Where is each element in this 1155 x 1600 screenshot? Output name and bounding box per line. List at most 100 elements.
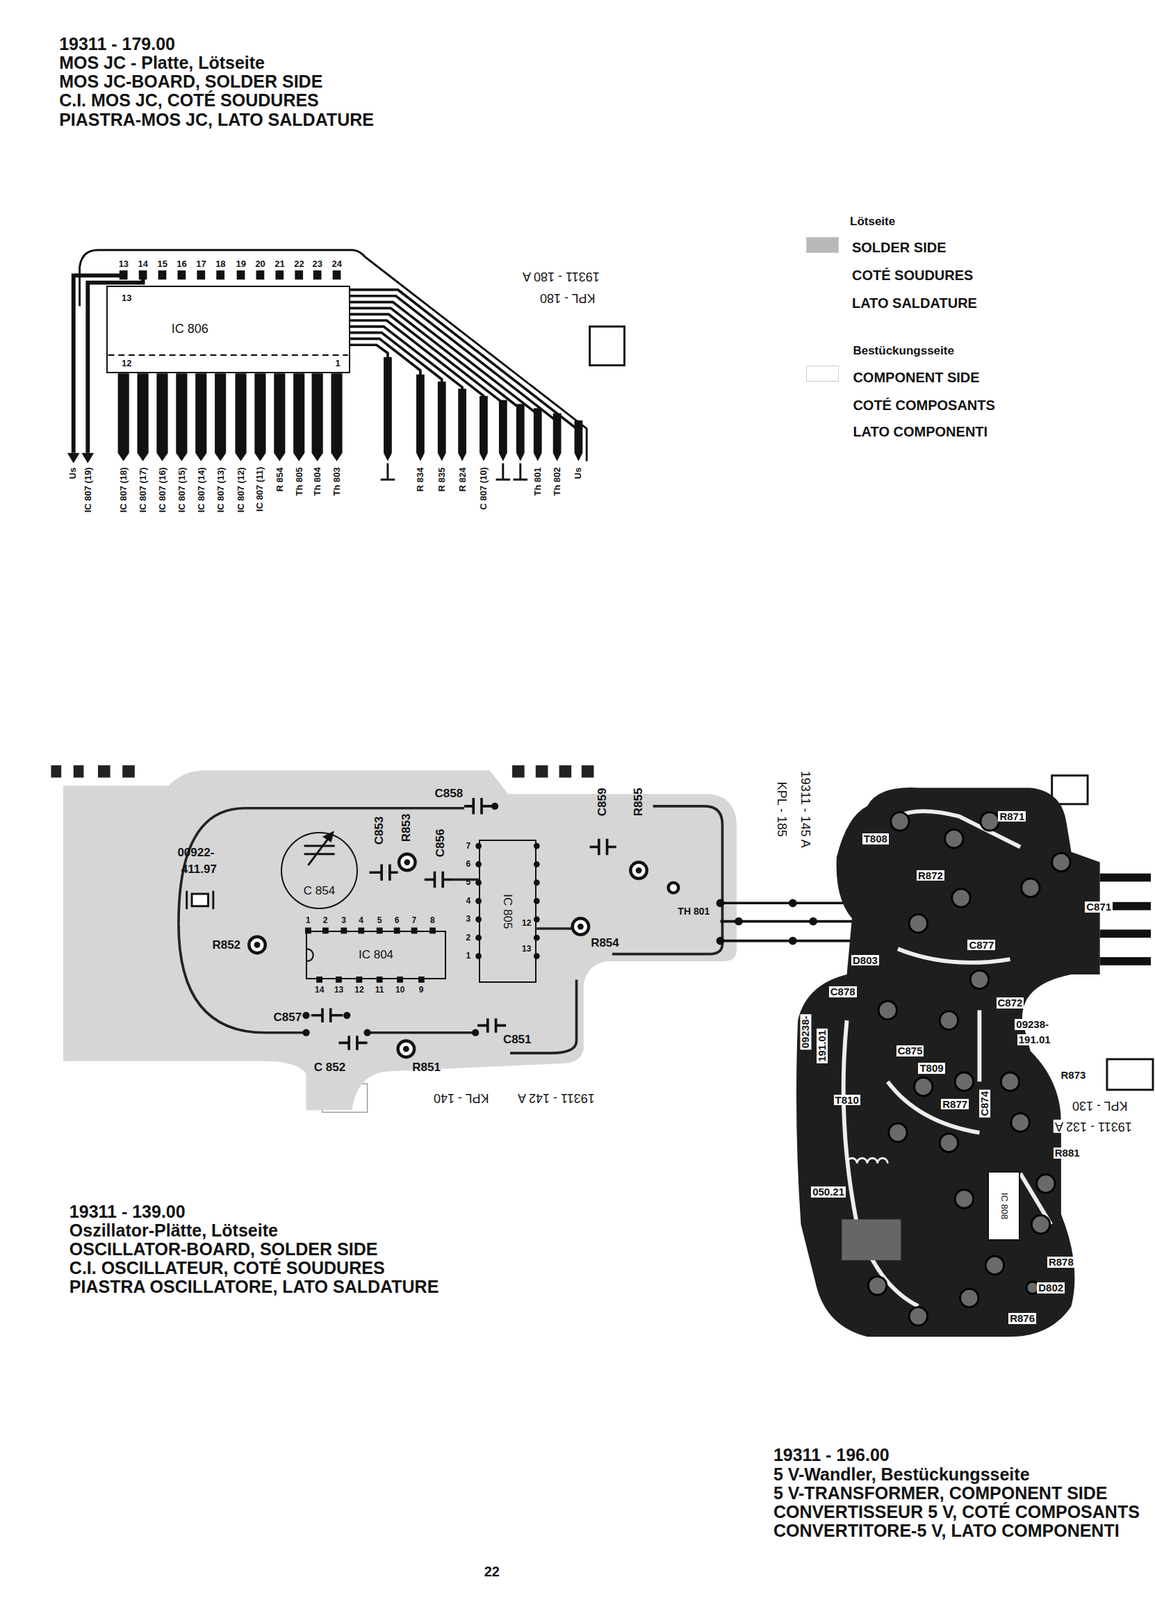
edge-finger xyxy=(416,374,425,462)
edge-finger xyxy=(273,373,285,461)
pin-number: 23 xyxy=(312,259,323,269)
part-label: C853 xyxy=(373,816,386,846)
component-pad xyxy=(890,812,909,831)
edge-finger xyxy=(118,373,130,461)
component-pad xyxy=(939,1011,958,1030)
edge-finger xyxy=(498,400,508,462)
signal-name: Th 802 xyxy=(552,467,563,496)
signal-name: IC 807 (17) xyxy=(138,467,149,513)
signal-name: Th 804 xyxy=(312,467,323,496)
legend-heading: Bestückungsseite xyxy=(852,344,955,358)
pin-pad xyxy=(177,270,187,280)
copper-trace xyxy=(612,806,723,955)
legend-line: COTÉ SOUDURES xyxy=(852,268,973,283)
caption-line: CONVERTITORE-5 V, LATO COMPONENTI xyxy=(773,1521,1120,1540)
part-label: R851 xyxy=(412,1061,441,1074)
component-pad xyxy=(888,1123,907,1142)
pin-pad xyxy=(236,270,246,280)
part-label: R876 xyxy=(1008,1312,1037,1324)
edge-finger xyxy=(553,413,562,462)
copper-trace xyxy=(73,275,144,453)
capacitor-symbol xyxy=(311,797,617,1051)
copper-trace xyxy=(350,296,558,454)
resistor-pad xyxy=(572,918,589,935)
ground-symbol xyxy=(380,463,528,480)
board-edge-mark xyxy=(97,765,111,778)
part-label: C872 xyxy=(996,997,1025,1009)
ic-pad xyxy=(533,934,540,941)
board-marking: 19311 - 132 A xyxy=(1053,1119,1134,1133)
copper-trace xyxy=(178,806,723,1053)
ground-plane xyxy=(63,770,737,1110)
ic-outline: IC 804 xyxy=(305,930,446,980)
board-edge-mark xyxy=(73,765,85,778)
marker-square xyxy=(1052,775,1088,805)
trimmer-capacitor-symbol xyxy=(324,832,333,841)
component-pad xyxy=(1021,878,1040,897)
capacitor-symbol xyxy=(424,871,454,888)
pin-number: 1 xyxy=(334,358,340,369)
copper-trace xyxy=(897,948,1010,963)
board-marking: KPL - 140 xyxy=(433,1091,489,1105)
legend-swatch xyxy=(806,365,839,382)
ic-pad xyxy=(533,879,540,887)
board-edge-mark xyxy=(581,765,595,778)
caption-line: OSCILLATOR-BOARD, SOLDER SIDE xyxy=(69,1239,379,1258)
caption-line: MOS JC-BOARD, SOLDER SIDE xyxy=(59,72,323,91)
pin-number: 1 xyxy=(305,915,311,925)
resistor-pad-centre xyxy=(635,867,643,874)
ground-plane xyxy=(63,770,737,1110)
crystal-symbol xyxy=(211,890,215,909)
trimmer-capacitor-symbol xyxy=(304,832,335,866)
part-label: R871 xyxy=(997,811,1026,823)
ic-label: IC 804 xyxy=(358,948,394,962)
pin-number: 6 xyxy=(465,859,471,869)
component-pad xyxy=(908,1307,928,1326)
ic-label: IC 806 xyxy=(171,322,209,337)
connector-bar xyxy=(1100,929,1151,938)
legend-line: COMPONENT SIDE xyxy=(852,370,980,385)
pin-number: 13 xyxy=(334,985,344,995)
board-marking: KPL - 180 xyxy=(539,291,595,305)
ic-outline: IC 805 xyxy=(478,839,538,983)
part-label: 191.01 xyxy=(1017,1034,1053,1046)
resistor-pad-centre xyxy=(403,1045,410,1053)
part-label: R852 xyxy=(211,938,241,952)
capacitor-symbol xyxy=(311,1007,344,1023)
board-edge-mark xyxy=(50,765,62,778)
part-label: C857 xyxy=(273,1011,303,1024)
component-pad xyxy=(960,1288,979,1307)
caption-line: PIASTRA-MOS JC, LATO SALDATURE xyxy=(59,110,374,129)
wire-dot xyxy=(716,898,818,945)
part-label: R872 xyxy=(916,870,945,882)
wire-dot xyxy=(734,917,743,926)
trimmer-capacitor-symbol xyxy=(304,852,335,855)
part-label: D803 xyxy=(851,954,880,966)
trimmer-capacitor-symbol xyxy=(307,836,330,866)
resistor-pad xyxy=(630,862,647,879)
resistor-pad xyxy=(248,854,679,1058)
ground-symbol xyxy=(496,463,511,480)
copper-trace xyxy=(87,275,143,453)
pin-pad xyxy=(119,270,342,280)
pin-number: 13 xyxy=(521,944,531,954)
signal-name: IC 807 (11) xyxy=(255,467,266,512)
edge-finger xyxy=(383,357,583,462)
part-label: C858 xyxy=(435,787,464,800)
pin-number: 8 xyxy=(430,915,436,925)
edge-finger xyxy=(67,453,80,464)
ic-outline: IC 808 xyxy=(987,1170,1021,1241)
part-label: C871 xyxy=(1084,901,1113,913)
part-label: C851 xyxy=(503,1033,532,1046)
caption-line: Oszillator-Plätte, Lötseite xyxy=(69,1221,278,1240)
board-edge-mark xyxy=(559,765,572,778)
resistor-pad xyxy=(398,1040,415,1057)
capacitor-symbol xyxy=(477,1018,506,1033)
ic-label: IC 808 xyxy=(999,1192,1010,1219)
solder-dot xyxy=(302,1029,310,1037)
signal-name: IC 807 (12) xyxy=(236,467,247,513)
pin-number: 9 xyxy=(419,985,424,995)
caption-line: PIASTRA OSCILLATORE, LATO SALDATURE xyxy=(69,1277,439,1296)
board-outline xyxy=(79,250,588,462)
copper-trace xyxy=(367,1031,477,1035)
